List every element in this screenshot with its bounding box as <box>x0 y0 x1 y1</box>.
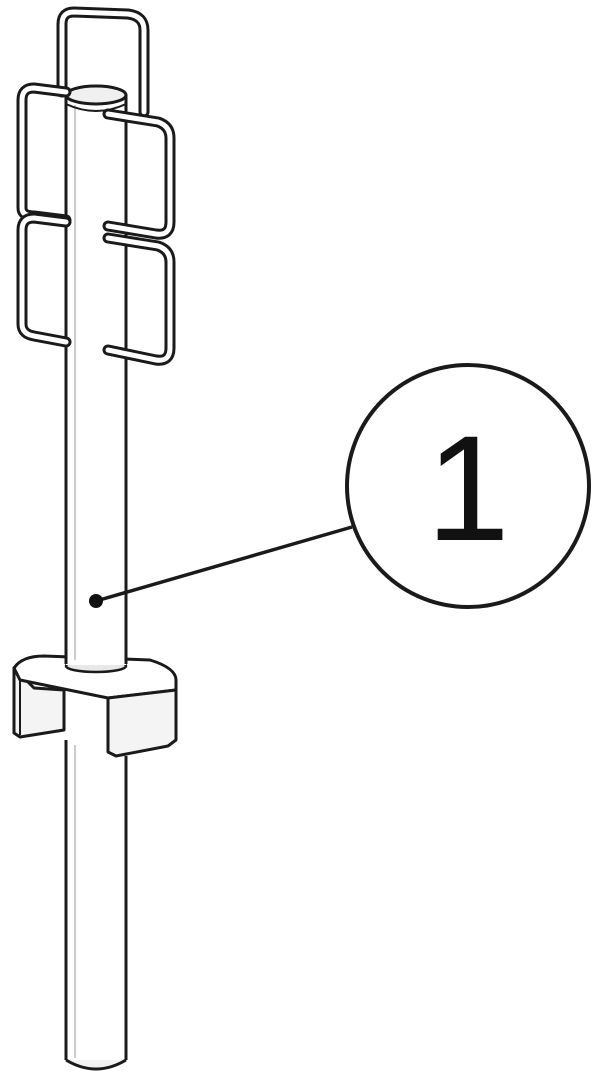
callout-balloon: 1 <box>345 363 591 609</box>
bracket <box>12 654 178 758</box>
callout-label: 1 <box>426 404 509 572</box>
leader-dot <box>89 594 103 608</box>
callout-leader <box>89 525 353 608</box>
wire-frame-lower-rectangle <box>16 212 176 366</box>
wire-frame-top-loop <box>56 6 150 118</box>
rod-lower <box>64 740 128 1071</box>
rod-upper <box>64 84 128 665</box>
